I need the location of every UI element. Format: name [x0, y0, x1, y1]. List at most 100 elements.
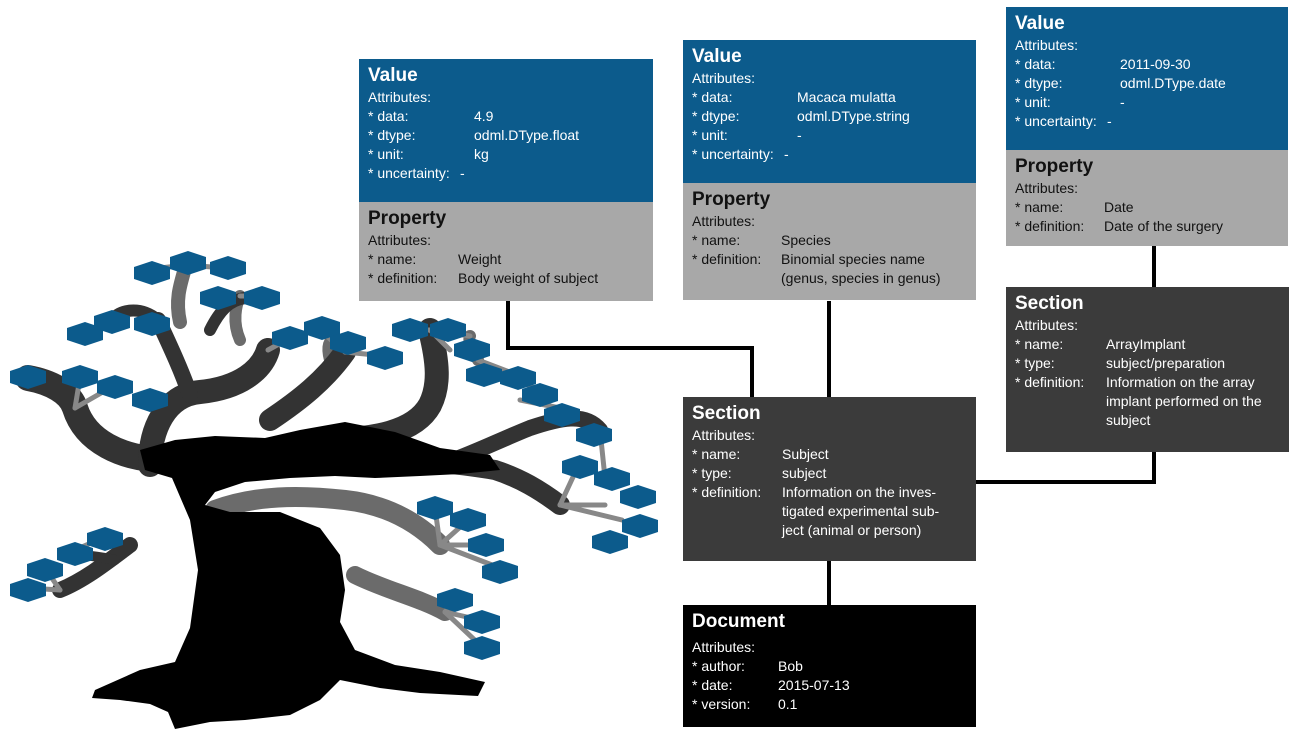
attr-value: odml.DType.string: [797, 108, 910, 124]
tree-illustration: [10, 251, 658, 729]
attr-value: 2015-07-13: [778, 677, 850, 693]
attr-key: * name:: [692, 446, 741, 462]
property-title: Property: [1015, 156, 1094, 177]
attr-key: * definition:: [692, 251, 762, 267]
attr-key: * type:: [1015, 355, 1055, 371]
attr-key: * data:: [1015, 56, 1056, 72]
attr-row: * data: 4.9: [368, 107, 645, 126]
attr-key: * author:: [692, 658, 745, 674]
attributes-label: Attributes:: [1015, 37, 1079, 53]
attr-row: * dtype: odml.DType.string: [692, 107, 968, 126]
attr-key: * definition:: [1015, 374, 1085, 390]
attr-value: Subject: [782, 446, 829, 462]
attributes-label: Attributes:: [692, 639, 756, 655]
attr-row: * uncertainty:-: [1015, 112, 1280, 131]
weight-property-box: Property Attributes: * name:Weight * def…: [359, 202, 653, 301]
species-value-box: Value Attributes: * data:Macaca mulatta …: [683, 40, 976, 183]
attr-key: * uncertainty:: [368, 165, 450, 181]
document-title: Document: [692, 611, 785, 632]
attr-value: subject: [782, 465, 827, 481]
attr-row: * name:ArrayImplant: [1015, 335, 1281, 354]
attr-row: * uncertainty:-: [368, 164, 645, 183]
attr-row: * name: Species: [692, 231, 968, 250]
attr-value: kg: [474, 146, 489, 162]
attr-value: Body weight of subject: [458, 270, 599, 286]
attr-value: subject/preparation: [1106, 355, 1226, 371]
attr-value: 0.1: [778, 696, 798, 712]
attr-row: * author:Bob: [692, 657, 968, 676]
attr-value: Species: [781, 232, 831, 248]
attr-value: odml.DType.float: [474, 127, 580, 143]
section-title: Section: [1015, 293, 1084, 314]
attr-row: * name: Date: [1015, 198, 1280, 217]
attributes-label: Attributes:: [1015, 180, 1079, 196]
property-title: Property: [368, 208, 447, 229]
value-title: Value: [1015, 13, 1065, 34]
document-box: Document Attributes: * author:Bob * date…: [683, 605, 976, 727]
date-value-box: Value Attributes: * data: 2011-09-30 * dt…: [1006, 7, 1288, 150]
attr-value: Weight: [458, 251, 502, 267]
attr-row: * definition: Body weight of subject: [368, 269, 645, 288]
attr-value: Binomial species name (genus, species in…: [781, 251, 941, 286]
attr-value: Information on the inves- tigated experi…: [782, 484, 940, 538]
attr-row: * data:Macaca mulatta: [692, 88, 968, 107]
attr-row: * type: subject: [692, 464, 968, 483]
species-property-box: Property Attributes: * name: Species * de…: [683, 183, 976, 300]
attr-key: * data:: [368, 108, 409, 124]
attr-key: * version:: [692, 696, 751, 712]
attr-key: * name:: [692, 232, 741, 248]
attr-row: * uncertainty:-: [692, 145, 968, 164]
attr-key: * type:: [692, 465, 732, 481]
tree-leaves: [10, 251, 658, 660]
attr-row: * date:2015-07-13: [692, 676, 968, 695]
attr-value: Information on the array implant perform…: [1106, 374, 1262, 428]
value-title: Value: [368, 65, 418, 86]
attr-row: * unit: -: [1015, 93, 1280, 112]
attr-key: * name:: [368, 251, 417, 267]
attr-row: * dtype:odml.DType.date: [1015, 74, 1280, 93]
attr-row: * definition: Information on the array im…: [1015, 373, 1281, 430]
attr-row: * definition: Information on the inves- t…: [692, 483, 968, 540]
species-node: Value Attributes: * data:Macaca mulatta …: [683, 40, 976, 300]
attr-value: -: [460, 165, 465, 181]
tree-trunk: [92, 422, 500, 729]
connector-arrayimplant-to-subject: [976, 452, 1156, 484]
attr-key: * name:: [1015, 199, 1064, 215]
attr-key: * data:: [692, 89, 733, 105]
attr-key: * dtype:: [692, 108, 740, 124]
attr-key: * unit:: [1015, 94, 1051, 110]
attr-value: 2011-09-30: [1120, 56, 1191, 72]
attr-key: * definition:: [692, 484, 762, 500]
attributes-label: Attributes:: [692, 70, 756, 86]
value-title: Value: [692, 46, 742, 67]
attr-value: Date of the surgery: [1104, 218, 1224, 234]
attr-row: * name: Weight: [368, 250, 645, 269]
property-title: Property: [692, 189, 771, 210]
attr-row: * unit:-: [692, 126, 968, 145]
attributes-label: Attributes:: [692, 213, 756, 229]
attr-value: Date: [1104, 199, 1134, 215]
attr-value: -: [1107, 113, 1112, 129]
attr-row: * type: subject/preparation: [1015, 354, 1281, 373]
attr-key: * dtype:: [368, 127, 416, 143]
attr-value: -: [1120, 94, 1125, 110]
attributes-label: Attributes:: [368, 89, 432, 105]
attr-row: * dtype: odml.DType.float: [368, 126, 645, 145]
attr-key: * unit:: [368, 146, 404, 162]
section-arrayimplant-box: Section Attributes: * name:ArrayImplant …: [1006, 287, 1289, 452]
weight-value-box: Value Attributes: * data: 4.9 * dtype: odm…: [359, 59, 653, 202]
attr-key: * name:: [1015, 336, 1064, 352]
attr-key: * definition:: [1015, 218, 1085, 234]
date-property-box: Property Attributes: * name: Date * defin…: [1006, 150, 1288, 246]
connector-weight-to-subject: [506, 301, 754, 397]
attr-value: 4.9: [474, 108, 494, 124]
section-subject-box: Section Attributes: * name:Subject * typ…: [683, 397, 976, 561]
attr-key: * unit:: [692, 127, 728, 143]
date-node: Value Attributes: * data: 2011-09-30 * dt…: [1006, 7, 1288, 246]
weight-node: Value Attributes: * data: 4.9 * dtype: odm…: [359, 59, 653, 301]
attr-key: * definition:: [368, 270, 438, 286]
attr-row: * version: 0.1: [692, 695, 968, 714]
attributes-label: Attributes:: [1015, 317, 1079, 333]
attr-row: * definition: Date of the surgery: [1015, 217, 1280, 236]
